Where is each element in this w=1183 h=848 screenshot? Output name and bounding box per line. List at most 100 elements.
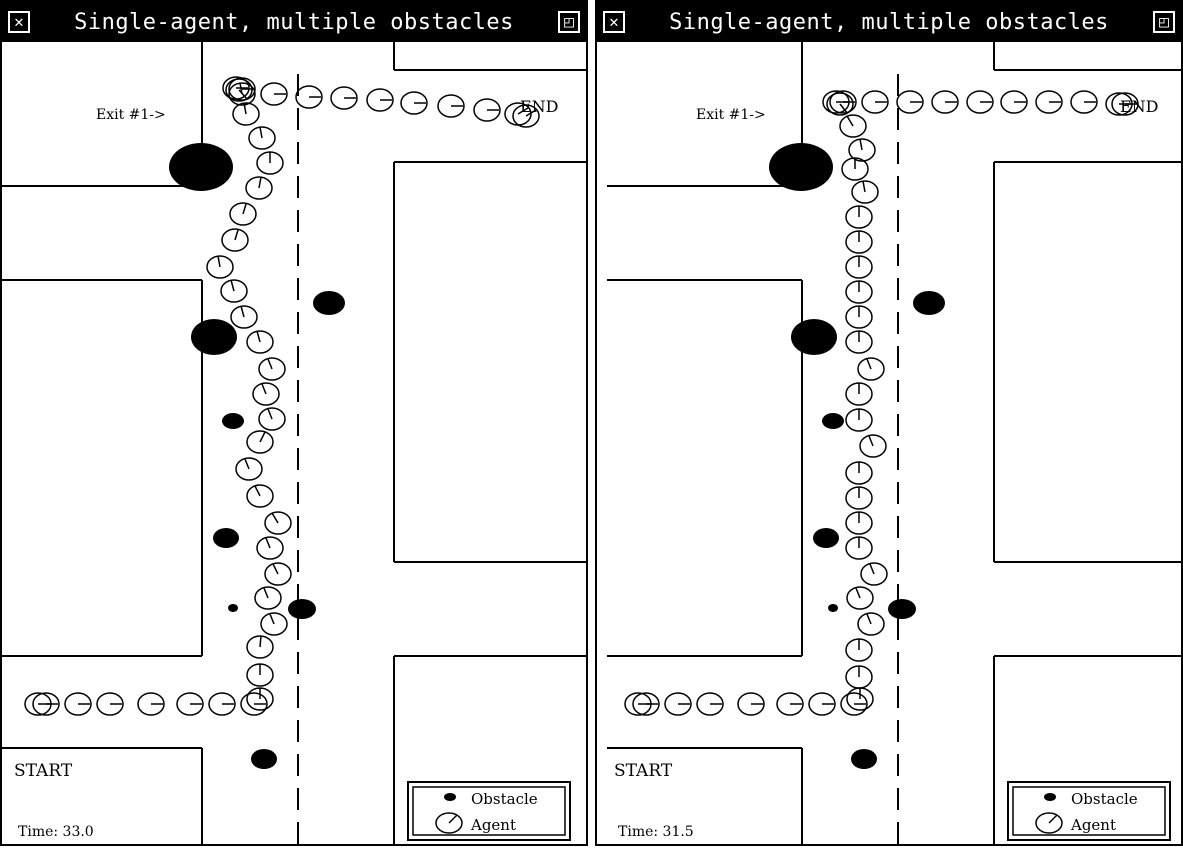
agent	[517, 107, 529, 115]
agent	[252, 382, 280, 406]
simulation-canvas: Exit #1-> END START Time: 33.0 Obstacle …	[2, 42, 586, 844]
agent	[96, 692, 124, 716]
agent	[808, 692, 836, 716]
simulation-canvas: Exit #1-> END START Time: 31.5 Obstacle …	[597, 42, 1181, 844]
obstacle	[888, 599, 916, 619]
agent	[846, 586, 874, 610]
obstacle	[769, 143, 833, 191]
agent	[264, 511, 292, 535]
title-bar[interactable]: ✕ Single-agent, multiple obstacles ◰	[2, 2, 586, 42]
agent	[244, 458, 250, 470]
agent	[1035, 90, 1063, 114]
agent	[1070, 90, 1098, 114]
legend-obstacle-label: Obstacle	[471, 790, 538, 808]
agent	[839, 103, 848, 114]
walls	[607, 42, 1181, 844]
agent	[261, 383, 267, 395]
window-title: Single-agent, multiple obstacles	[669, 9, 1109, 35]
agent	[473, 98, 501, 122]
agent	[869, 563, 875, 575]
obstacle	[851, 749, 877, 769]
exit-label: Exit #1->	[96, 107, 166, 123]
agent	[242, 203, 247, 215]
agent	[260, 612, 288, 636]
agent	[866, 613, 872, 625]
agent	[234, 229, 239, 241]
close-box-icon[interactable]: ✕	[8, 11, 30, 33]
obstacle	[913, 291, 945, 315]
agent	[258, 176, 262, 189]
agent	[235, 457, 263, 481]
agent	[228, 82, 256, 106]
agent	[246, 484, 274, 508]
agent	[840, 692, 868, 716]
window-title: Single-agent, multiple obstacles	[74, 9, 514, 35]
agent	[664, 692, 692, 716]
agent	[525, 109, 537, 117]
agent-trail	[24, 76, 540, 716]
agent	[1000, 90, 1028, 114]
obstacle	[251, 749, 277, 769]
agent	[229, 202, 257, 226]
agent	[632, 692, 660, 716]
agent	[366, 88, 394, 112]
obstacle	[191, 319, 237, 355]
agent	[259, 635, 262, 648]
agent	[330, 86, 358, 110]
agent	[696, 692, 724, 716]
agent	[64, 692, 92, 716]
start-label: START	[614, 761, 673, 781]
agent	[776, 692, 804, 716]
agent	[265, 537, 271, 549]
close-box-icon[interactable]: ✕	[603, 11, 625, 33]
obstacle	[313, 291, 345, 315]
agent	[437, 94, 465, 118]
agent	[896, 90, 924, 114]
legend-agent-label: Agent	[470, 816, 516, 834]
obstacles	[769, 143, 945, 769]
agent	[857, 357, 885, 381]
end-label: END	[520, 97, 559, 116]
agent	[263, 587, 269, 599]
agent	[246, 430, 274, 454]
legend-agent-icon	[1035, 812, 1063, 834]
walls	[2, 42, 586, 844]
agent	[826, 92, 854, 116]
agent	[232, 102, 260, 126]
obstacle	[828, 604, 838, 612]
agent	[271, 512, 279, 524]
agent	[857, 612, 885, 636]
agent	[966, 90, 994, 114]
start-label: START	[14, 761, 73, 781]
agent	[240, 692, 268, 716]
legend-agent-icon	[435, 812, 463, 834]
end-label: END	[1120, 97, 1159, 116]
obstacle	[213, 528, 239, 548]
agent	[267, 358, 273, 370]
obstacles	[169, 143, 345, 769]
time-readout: Time: 31.5	[618, 824, 694, 840]
agent	[217, 255, 221, 268]
agent	[512, 104, 540, 128]
agent	[862, 180, 866, 193]
agent	[230, 305, 258, 329]
agent	[839, 114, 867, 138]
agent	[238, 89, 248, 100]
agent	[846, 115, 854, 127]
agent	[866, 358, 872, 370]
resize-icon[interactable]: ◰	[1153, 11, 1175, 33]
simulation-window-1: ✕ Single-agent, multiple obstacles ◰	[0, 0, 588, 846]
agent	[829, 90, 857, 114]
agent-trail	[624, 90, 1139, 716]
title-bar[interactable]: ✕ Single-agent, multiple obstacles ◰	[597, 2, 1181, 42]
agent	[256, 536, 284, 560]
agent	[246, 330, 274, 354]
agent	[1111, 92, 1139, 116]
agent	[206, 255, 234, 279]
obstacle	[791, 319, 837, 355]
resize-icon[interactable]: ◰	[558, 11, 580, 33]
agent	[851, 180, 879, 204]
obstacle	[169, 143, 233, 191]
agent	[221, 228, 249, 252]
legend-box: Obstacle Agent	[1007, 781, 1171, 841]
